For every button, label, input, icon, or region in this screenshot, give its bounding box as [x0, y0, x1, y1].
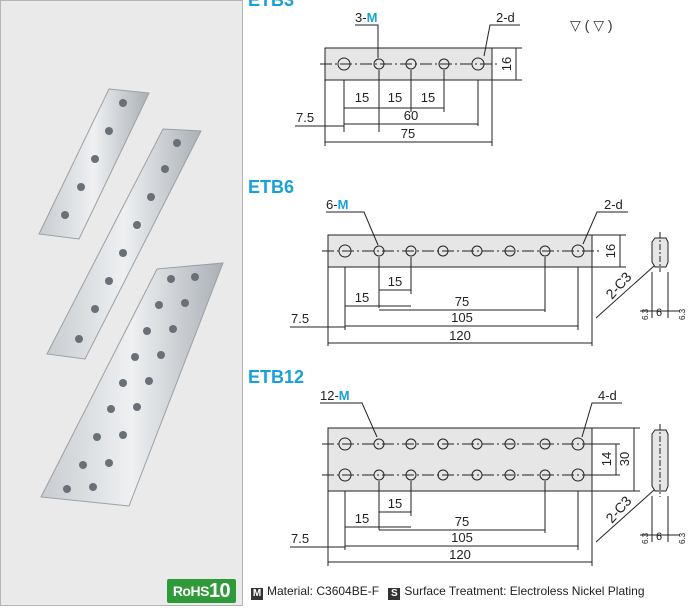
- etb12-side-dim: 6: [656, 531, 662, 543]
- material-icon: M: [251, 588, 263, 600]
- etb12-end-label: 4-d: [598, 388, 617, 403]
- product-photo-panel: RoHS10: [0, 0, 243, 606]
- etb3-end-label: 2-d: [496, 10, 515, 25]
- etb6-roughness-right: 6.3: [678, 308, 687, 320]
- etb3-holes-label: 3-M: [355, 10, 377, 25]
- etb12-title: ETB12: [248, 367, 304, 387]
- etb6-roughness-left: 6.3: [641, 308, 650, 320]
- etb12-holes: [338, 437, 585, 482]
- etb12-dim-120: 120: [449, 547, 471, 562]
- etb6-holes-label: 6-M: [326, 197, 348, 212]
- etb6-dim-105: 105: [451, 310, 473, 325]
- surface-text: Surface Treatment: Electroless Nickel Pl…: [404, 584, 645, 598]
- etb12-roughness-right: 6.3: [678, 532, 687, 544]
- etb12-holes-label: 12-M: [320, 388, 350, 403]
- etb6-height-dim: 16: [603, 244, 618, 258]
- etb6-dim-15b: 15: [355, 290, 369, 305]
- product-photo: [38, 88, 224, 507]
- etb3-dim-75: 75: [401, 126, 415, 141]
- etb6-title: ETB6: [248, 177, 294, 197]
- etb6-dim-120: 120: [449, 328, 471, 343]
- etb3-dim-2: 15: [388, 90, 402, 105]
- etb3-holes: [337, 57, 485, 71]
- etb12-offset: 7.5: [291, 531, 309, 546]
- material-text: Material: C3604BE-F: [267, 584, 380, 598]
- etb12-pitch-dim: 14: [599, 452, 614, 466]
- etb3-height-dim: 16: [499, 57, 514, 71]
- etb12-height-dim: 30: [617, 452, 632, 466]
- etb12-roughness-left: 6.3: [641, 532, 650, 544]
- etb6-holes: [338, 244, 585, 258]
- etb6-dim-75: 75: [455, 294, 469, 309]
- etb12-dim-15a: 15: [388, 496, 402, 511]
- etb6-end-label: 2-d: [604, 197, 623, 212]
- etb12-dim-75: 75: [455, 514, 469, 529]
- etb3-dim-60: 60: [404, 108, 418, 123]
- etb12-plate: [327, 427, 593, 492]
- surface-symbol: ▽ ( ▽ ): [570, 17, 613, 33]
- etb12-chamfer: 2-C3: [602, 493, 634, 526]
- etb3-title: ETB3: [248, 0, 294, 10]
- etb3-dim-3: 15: [421, 90, 435, 105]
- etb6-dim-15a: 15: [388, 274, 402, 289]
- rohs-badge: RoHS10: [167, 579, 236, 603]
- etb6-chamfer: 2-C3: [602, 269, 634, 302]
- etb6-side-dim: 6: [656, 307, 662, 319]
- etb12-dim-15b: 15: [355, 511, 369, 526]
- surface-icon: S: [388, 588, 401, 600]
- etb6-offset: 7.5: [291, 311, 309, 326]
- etb3-offset: 7.5: [296, 110, 314, 125]
- etb12-dim-105: 105: [451, 530, 473, 545]
- etb3-dim-1: 15: [355, 90, 369, 105]
